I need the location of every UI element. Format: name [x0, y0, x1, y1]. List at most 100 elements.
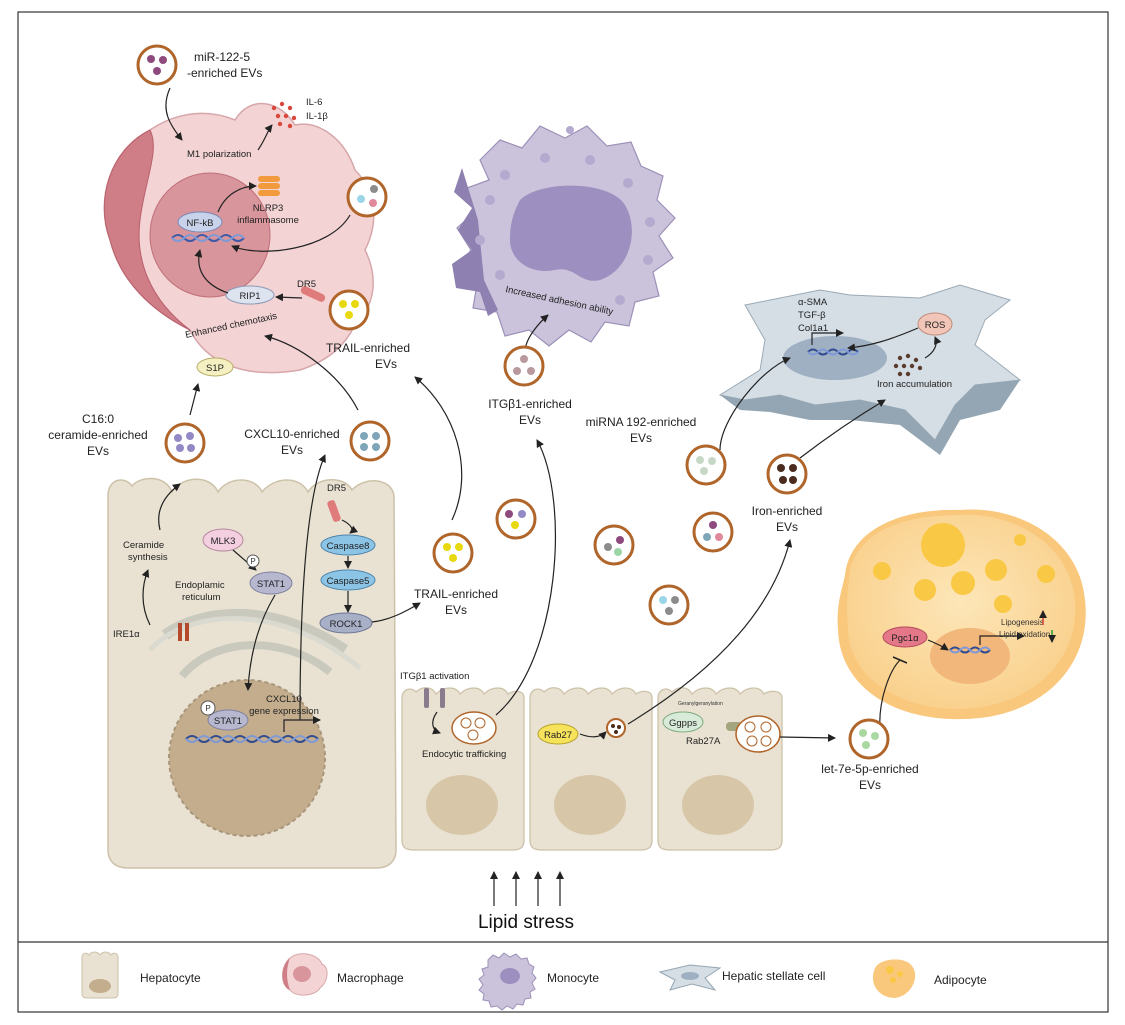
- nucleus-phospho-icon: [200, 700, 216, 716]
- ev-iron: [766, 453, 808, 495]
- nucleus-dna-icon: [185, 735, 319, 743]
- cyto-p-label: P: [250, 557, 255, 566]
- ev-cluster-a: [495, 498, 537, 540]
- iron-label-2: EVs: [776, 520, 798, 534]
- s1p-node: [196, 357, 234, 377]
- m1-polarization-label: M1 polarization: [187, 149, 251, 160]
- nfkb-node: [177, 211, 223, 233]
- il6-label: IL-6: [306, 97, 322, 108]
- arrow-nfkb-to-nlrp3: [217, 182, 257, 213]
- arrow-ros-to-nucleus: [847, 327, 919, 352]
- arrow-dr5-to-rip1: [275, 293, 303, 302]
- legend-macrophage-label: Macrophage: [337, 971, 404, 985]
- ev-cluster-c: [692, 511, 734, 553]
- arrow-iron-to-ros: [924, 336, 942, 359]
- ceramide-label-1: Ceramide: [123, 540, 164, 551]
- c16-label-3: EVs: [87, 444, 109, 458]
- itgb1-label-1: ITGβ1-enriched: [488, 397, 572, 411]
- arrow-mirna192-to-stellate: [719, 356, 791, 451]
- mlk3-node: [202, 528, 244, 552]
- arrow-m1-to-il: [257, 124, 273, 151]
- legend-hepatocyte-label: Hepatocyte: [140, 971, 201, 985]
- lipogenesis-label: Lipogenesis: [1001, 618, 1044, 627]
- ev-let7e: [848, 718, 890, 760]
- pgc1a-node: [882, 626, 928, 648]
- ire1a-receptor-icon: [178, 623, 182, 641]
- cxcl10-expr-label-1: CXCL10: [266, 694, 302, 705]
- arrow-rock1-to-trail: [371, 602, 421, 623]
- ev-itgb1: [503, 345, 545, 387]
- rip1-label: RIP1: [239, 291, 260, 302]
- small-hepatocytes: [401, 687, 783, 851]
- arrow-pgc1a-to-dna: [927, 639, 949, 651]
- legend: Hepatocyte Macrophage Monocyte Hepatic s…: [81, 951, 987, 1011]
- rab27-label: Rab27: [544, 730, 572, 741]
- cyto-stat1-label: STAT1: [257, 579, 285, 590]
- macrophage-dr5-label: DR5: [297, 279, 316, 290]
- ceramide-label-2: synthesis: [128, 552, 168, 563]
- ev-mirna192: [685, 444, 727, 486]
- arrow-rip1-to-nfkb: [194, 249, 229, 294]
- mirna192-label-2: EVs: [630, 431, 652, 445]
- legend-adipocyte-label: Adipocyte: [934, 973, 987, 987]
- mvb-icon: [735, 715, 781, 753]
- ev-trail-mid: [432, 532, 474, 574]
- trail-top-label-1: TRAIL-enriched: [326, 341, 410, 355]
- ev-trail-top: [328, 289, 370, 331]
- arrow-ev-to-nucleus: [231, 214, 351, 253]
- let7e-label-1: let-7e-5p-enriched: [821, 762, 918, 776]
- stellate-marker-1: α-SMA: [798, 297, 828, 308]
- lipid-stress-label: Lipid stress: [478, 912, 574, 933]
- hep-dr5-receptor-icon: [327, 500, 341, 522]
- arrow-ceramide-to-ev: [158, 483, 181, 531]
- endocytic-label: Endocytic trafficking: [422, 749, 506, 760]
- il1b-label: IL-1β: [306, 111, 328, 122]
- pgc1a-label: Pgc1α: [891, 633, 919, 644]
- arrow-dr5-to-caspase8: [341, 519, 358, 534]
- nlrp3-inflammasome-icon: [258, 176, 280, 196]
- nucleus-stat1-label: STAT1: [214, 716, 242, 727]
- monocyte-cell: [452, 125, 676, 347]
- inhibit-bar-icon: [892, 656, 908, 664]
- lipid-stress-arrows: [490, 871, 564, 906]
- arrow-dna-to-lipid: [979, 632, 1025, 645]
- arrow-ire1a-to-ceramide: [141, 569, 151, 626]
- trail-mid-label-2: EVs: [445, 603, 467, 617]
- caspase8-label: Caspase8: [327, 541, 370, 552]
- legend-monocyte-icon: [478, 952, 537, 1011]
- itgb1-activation-label: ITGβ1 activation: [400, 671, 469, 682]
- rab27-node: [537, 723, 579, 745]
- nfkb-label: NF-kB: [187, 218, 214, 229]
- ev-cluster-b: [593, 524, 635, 566]
- caspase5-label: Caspase5: [327, 576, 370, 587]
- figure-frame: [17, 11, 1109, 1013]
- caspase8-node: [320, 534, 376, 556]
- ev-cxcl10: [349, 420, 391, 462]
- c16-label-2: ceramide-enriched: [48, 428, 147, 442]
- mirna192-label-1: miRNA 192-enriched: [586, 415, 697, 429]
- mir122-label-2: -enriched EVs: [187, 66, 262, 80]
- iron-accumulation-label: Iron accumulation: [877, 379, 952, 390]
- endocytic-vesicle-icon: [451, 711, 497, 745]
- arrow-dna-to-markers: [811, 329, 844, 345]
- ire1a-label: IRE1α: [113, 629, 140, 640]
- nucleus-p-label: P: [205, 704, 210, 713]
- c16-label-1: C16:0: [82, 412, 114, 426]
- geranyl-label: Geranylgeranylation: [678, 701, 723, 707]
- er-label-1: Endoplamic: [175, 580, 225, 591]
- stellate-marker-3: Col1a1: [798, 323, 828, 334]
- arrow-iron-to-stellate: [799, 399, 886, 459]
- dr5-receptor-icon: [300, 286, 326, 302]
- itgb1-receptor-icon: [424, 688, 429, 708]
- arrow-stat1-to-nucleus: [244, 594, 276, 691]
- rip1-node: [225, 285, 275, 305]
- mir122-label-1: miR-122-5: [194, 50, 250, 64]
- macrophage-cell: [103, 103, 375, 374]
- arrow-rab27-to-ev: [579, 731, 607, 740]
- nlrp3-label-1: NLRP3: [253, 203, 284, 214]
- rab27a-label: Rab27A: [686, 736, 721, 747]
- ros-label: ROS: [925, 320, 946, 331]
- arrow-cxcl10-to-ev: [299, 454, 326, 721]
